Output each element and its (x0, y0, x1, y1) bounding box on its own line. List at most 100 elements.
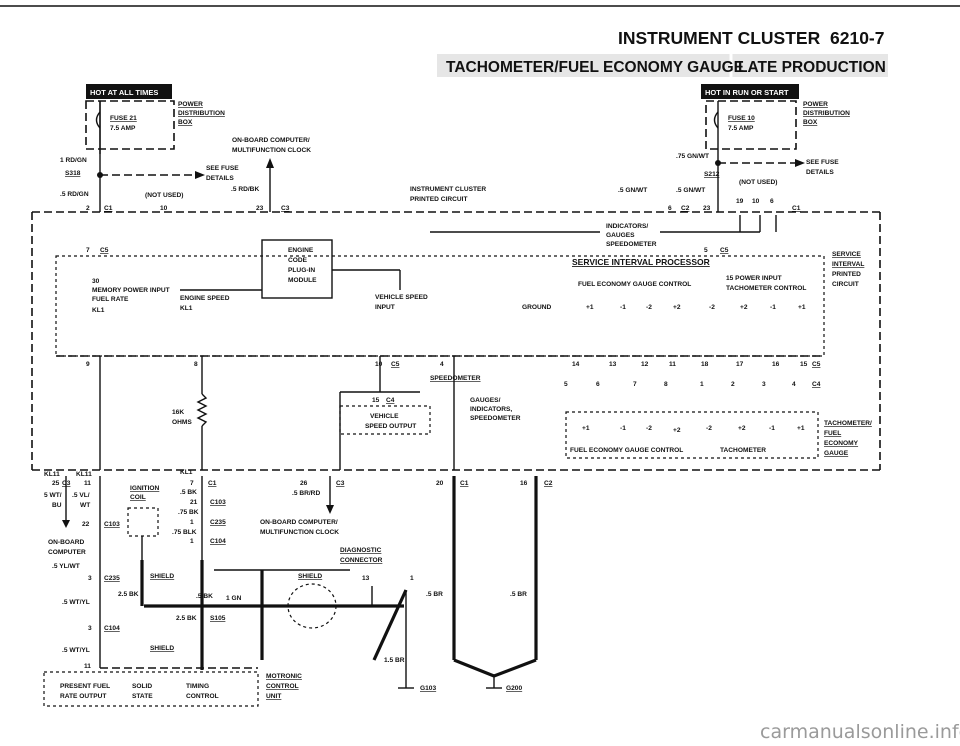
svg-text:16: 16 (772, 361, 780, 368)
svg-text:MODULE: MODULE (288, 277, 317, 284)
svg-text:.5 BR/RD: .5 BR/RD (292, 490, 320, 497)
svg-text:2: 2 (731, 381, 735, 388)
svg-text:C1: C1 (792, 205, 801, 212)
svg-text:1 GN: 1 GN (226, 595, 242, 602)
svg-text:ECONOMY: ECONOMY (824, 440, 859, 447)
svg-text:C103: C103 (104, 521, 120, 528)
svg-text:C5: C5 (391, 361, 400, 368)
svg-text:.5 GN/WT: .5 GN/WT (676, 187, 705, 194)
left-power-distribution-box: FUSE 21 7.5 AMP POWER DISTRIBUTION BOX (85, 100, 225, 154)
svg-text:TACHOMETER/: TACHOMETER/ (824, 420, 872, 427)
hot-in-run-badge (701, 84, 799, 99)
svg-text:+2: +2 (673, 304, 681, 311)
svg-text:15: 15 (372, 397, 380, 404)
svg-text:7: 7 (633, 381, 637, 388)
svg-text:10: 10 (375, 361, 383, 368)
svg-text:S105: S105 (210, 615, 226, 622)
service-interval-processor: 7 C5 5 C5 SERVICE INTERVAL PROCESSOR SER… (55, 247, 864, 357)
svg-text:OHMS: OHMS (172, 419, 192, 426)
svg-text:+1: +1 (582, 425, 590, 432)
svg-text:KL11: KL11 (44, 471, 60, 478)
svg-text:COIL: COIL (130, 494, 146, 501)
svg-text:1 RD/GN: 1 RD/GN (60, 157, 87, 164)
svg-text:.75 BLK: .75 BLK (172, 529, 197, 536)
svg-text:IGNITION: IGNITION (130, 485, 160, 492)
svg-text:1: 1 (190, 538, 194, 545)
svg-text:RATE OUTPUT: RATE OUTPUT (60, 693, 106, 700)
svg-text:VEHICLE: VEHICLE (370, 413, 399, 420)
right-fuse-rating: 7.5 AMP (728, 125, 754, 132)
svg-text:SERVICE: SERVICE (832, 251, 861, 258)
svg-text:SEE FUSE: SEE FUSE (206, 165, 239, 172)
svg-text:POWER: POWER (178, 101, 203, 108)
svg-text:C1: C1 (208, 480, 217, 487)
right-power-distribution-box: FUSE 10 7.5 AMP POWER DISTRIBUTION BOX (705, 100, 850, 154)
svg-text:7: 7 (86, 247, 90, 254)
svg-text:.5 BK: .5 BK (196, 593, 213, 600)
svg-text:BOX: BOX (803, 119, 818, 126)
svg-text:30: 30 (92, 278, 100, 285)
svg-text:FUEL ECONOMY GAUGE CONTROL: FUEL ECONOMY GAUGE CONTROL (570, 447, 683, 454)
svg-text:.5 WT/YL: .5 WT/YL (62, 599, 90, 606)
svg-text:25: 25 (52, 480, 60, 487)
svg-text:GROUND: GROUND (522, 304, 552, 311)
svg-text:15: 15 (800, 361, 808, 368)
svg-text:-2: -2 (709, 304, 715, 311)
svg-text:INTERVAL: INTERVAL (832, 261, 864, 268)
svg-text:-2: -2 (646, 304, 652, 311)
svg-text:INDICATORS/: INDICATORS/ (606, 223, 648, 230)
svg-text:INDICATORS,: INDICATORS, (470, 406, 512, 413)
svg-text:C5: C5 (812, 361, 821, 368)
svg-text:KL11: KL11 (76, 471, 92, 478)
svg-text:13: 13 (362, 575, 370, 582)
svg-text:.5 VL/: .5 VL/ (72, 492, 90, 499)
svg-text:ON-BOARD COMPUTER/: ON-BOARD COMPUTER/ (232, 137, 310, 144)
section-title: INSTRUMENT CLUSTER (618, 28, 821, 48)
svg-text:-2: -2 (646, 425, 652, 432)
svg-text:BU: BU (52, 502, 62, 509)
svg-text:C2: C2 (544, 480, 553, 487)
svg-text:5: 5 (564, 381, 568, 388)
svg-text:.5 BR: .5 BR (426, 591, 443, 598)
svg-text:CONNECTOR: CONNECTOR (340, 557, 383, 564)
svg-text:UNIT: UNIT (266, 693, 281, 700)
svg-text:+2: +2 (738, 425, 746, 432)
svg-text:3: 3 (88, 575, 92, 582)
svg-text:CONTROL: CONTROL (266, 683, 299, 690)
svg-text:6: 6 (770, 198, 774, 205)
svg-text:6: 6 (596, 381, 600, 388)
svg-text:9: 9 (86, 361, 90, 368)
pin-row-c5: 9 8 10 C5 4 14 13 12 11 18 17 16 15 C5 (56, 355, 824, 368)
svg-text:-2: -2 (706, 425, 712, 432)
svg-text:INPUT: INPUT (375, 304, 395, 311)
svg-text:POWER: POWER (803, 101, 828, 108)
svg-text:DISTRIBUTION: DISTRIBUTION (803, 110, 850, 117)
svg-text:SPEEDOMETER: SPEEDOMETER (606, 241, 657, 248)
svg-text:TIMING: TIMING (186, 683, 209, 690)
svg-text:DISTRIBUTION: DISTRIBUTION (178, 110, 225, 117)
svg-text:C5: C5 (720, 247, 729, 254)
watermark: carmanualsonline.info (760, 721, 960, 743)
svg-text:22: 22 (82, 521, 90, 528)
svg-text:FUEL RATE: FUEL RATE (92, 296, 129, 303)
svg-text:SERVICE INTERVAL PROCESSOR: SERVICE INTERVAL PROCESSOR (572, 257, 710, 267)
svg-text:.5 RD/BK: .5 RD/BK (231, 186, 259, 193)
engine-code-plug-in-module: ENGINE CODE PLUG-IN MODULE (261, 239, 333, 299)
svg-text:+2: +2 (740, 304, 748, 311)
svg-text:.5 BK: .5 BK (180, 489, 197, 496)
svg-text:13: 13 (609, 361, 617, 368)
svg-text:2.5 BK: 2.5 BK (176, 615, 197, 622)
svg-text:VEHICLE SPEED: VEHICLE SPEED (375, 294, 428, 301)
svg-text:SEE FUSE: SEE FUSE (806, 159, 839, 166)
svg-text:19: 19 (736, 198, 744, 205)
svg-text:TACHOMETER: TACHOMETER (720, 447, 766, 454)
svg-text:KL1: KL1 (180, 469, 193, 476)
svg-text:SPEED OUTPUT: SPEED OUTPUT (365, 423, 416, 430)
svg-text:C1: C1 (460, 480, 469, 487)
svg-text:BOX: BOX (178, 119, 193, 126)
svg-text:+1: +1 (798, 304, 806, 311)
svg-text:1: 1 (190, 519, 194, 526)
speedometer-block: SPEEDOMETER 15 C4 VEHICLE SPEED OUTPUT G… (99, 356, 521, 470)
svg-text:18: 18 (701, 361, 709, 368)
